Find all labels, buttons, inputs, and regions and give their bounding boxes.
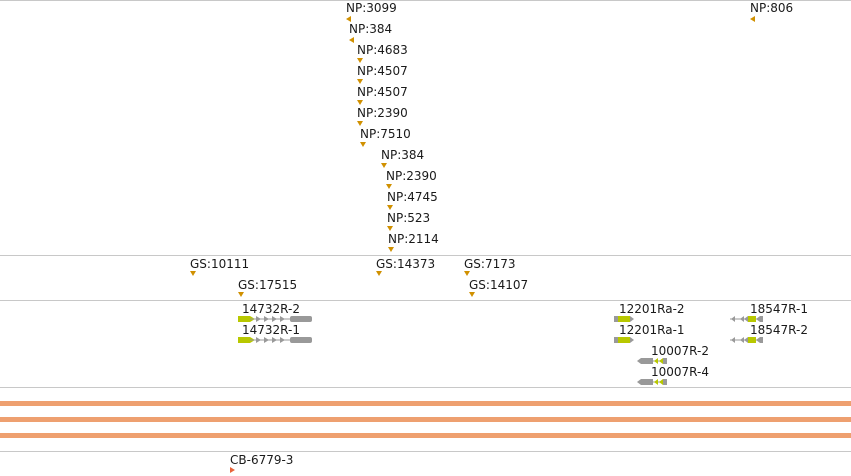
gs-feature-label[interactable]: GS:14373 [376,257,436,271]
gene-model-glyph[interactable] [238,315,316,323]
np-feature-marker-icon[interactable] [357,121,363,126]
gene-model-glyph[interactable] [614,315,638,323]
np-feature-label[interactable]: NP:384 [381,148,425,162]
np-feature-label[interactable]: NP:4507 [357,85,408,99]
track-border-top [0,0,851,1]
track-separator [0,387,851,388]
np-feature-marker-icon[interactable] [387,226,393,231]
cb-feature-marker-icon[interactable] [230,467,235,473]
np-feature-marker-icon[interactable] [346,16,351,22]
coverage-band[interactable] [0,417,851,422]
np-feature-label[interactable]: NP:2114 [388,232,439,246]
np-feature-label[interactable]: NP:7510 [360,127,411,141]
np-feature-marker-icon[interactable] [386,184,392,189]
gene-track: 14732R-2 14732R-1 12201Ra-2 12201Ra-1 10… [0,301,851,387]
np-feature-marker-icon[interactable] [360,142,366,147]
np-feature-label[interactable]: NP:4683 [357,43,408,57]
gs-feature-label[interactable]: GS:10111 [190,257,250,271]
np-feature-label[interactable]: NP:2390 [386,169,437,183]
np-feature-marker-icon[interactable] [357,58,363,63]
gene-label[interactable]: 14732R-2 [242,302,300,316]
band-track [0,388,851,451]
np-feature-label[interactable]: NP:3099 [346,1,397,15]
gene-model-glyph[interactable] [637,357,671,365]
gs-feature-label[interactable]: GS:17515 [238,278,298,292]
gene-model-glyph[interactable] [730,315,766,323]
gene-label[interactable]: 10007R-4 [651,365,709,379]
gs-feature-label[interactable]: GS:14107 [469,278,529,292]
gene-model-glyph[interactable] [614,336,638,344]
np-feature-marker-icon[interactable] [750,16,755,22]
coverage-band[interactable] [0,401,851,406]
gs-feature-marker-icon[interactable] [376,271,382,276]
gs-feature-marker-icon[interactable] [238,292,244,297]
track-separator [0,451,851,452]
gs-feature-marker-icon[interactable] [469,292,475,297]
gene-model-glyph[interactable] [637,378,671,386]
gene-label[interactable]: 12201Ra-2 [619,302,685,316]
np-feature-label[interactable]: NP:4507 [357,64,408,78]
gene-label[interactable]: 10007R-2 [651,344,709,358]
np-feature-label[interactable]: NP:523 [387,211,431,225]
np-track: NP:3099 NP:384 NP:4683 NP:4507 NP:4507 N… [346,1,794,252]
np-feature-marker-icon[interactable] [388,247,394,252]
gs-feature-marker-icon[interactable] [464,271,470,276]
np-feature-marker-icon[interactable] [357,100,363,105]
gs-feature-label[interactable]: GS:7173 [464,257,516,271]
np-feature-label[interactable]: NP:4745 [387,190,438,204]
np-feature-label[interactable]: NP:2390 [357,106,408,120]
np-feature-label[interactable]: NP:806 [750,1,794,15]
gene-label[interactable]: 18547R-2 [750,323,808,337]
track-separator [0,300,851,301]
gs-feature-marker-icon[interactable] [190,271,196,276]
coverage-band[interactable] [0,433,851,438]
gs-track: GS:10111 GS:17515 GS:14373 GS:7173 GS:14… [0,256,851,300]
cb-feature-label[interactable]: CB-6779-3 [230,453,294,467]
gene-label[interactable]: 14732R-1 [242,323,300,337]
np-feature-marker-icon[interactable] [349,37,354,43]
np-feature-marker-icon[interactable] [357,79,363,84]
np-feature-marker-icon[interactable] [381,163,387,168]
np-feature-marker-icon[interactable] [387,205,393,210]
gene-model-glyph[interactable] [730,336,766,344]
gene-label[interactable]: 18547R-1 [750,302,808,316]
track-separator [0,255,851,256]
gene-label[interactable]: 12201Ra-1 [619,323,685,337]
cb-track: CB-6779-3 [0,452,851,476]
np-feature-label[interactable]: NP:384 [349,22,393,36]
gene-model-glyph[interactable] [238,336,316,344]
